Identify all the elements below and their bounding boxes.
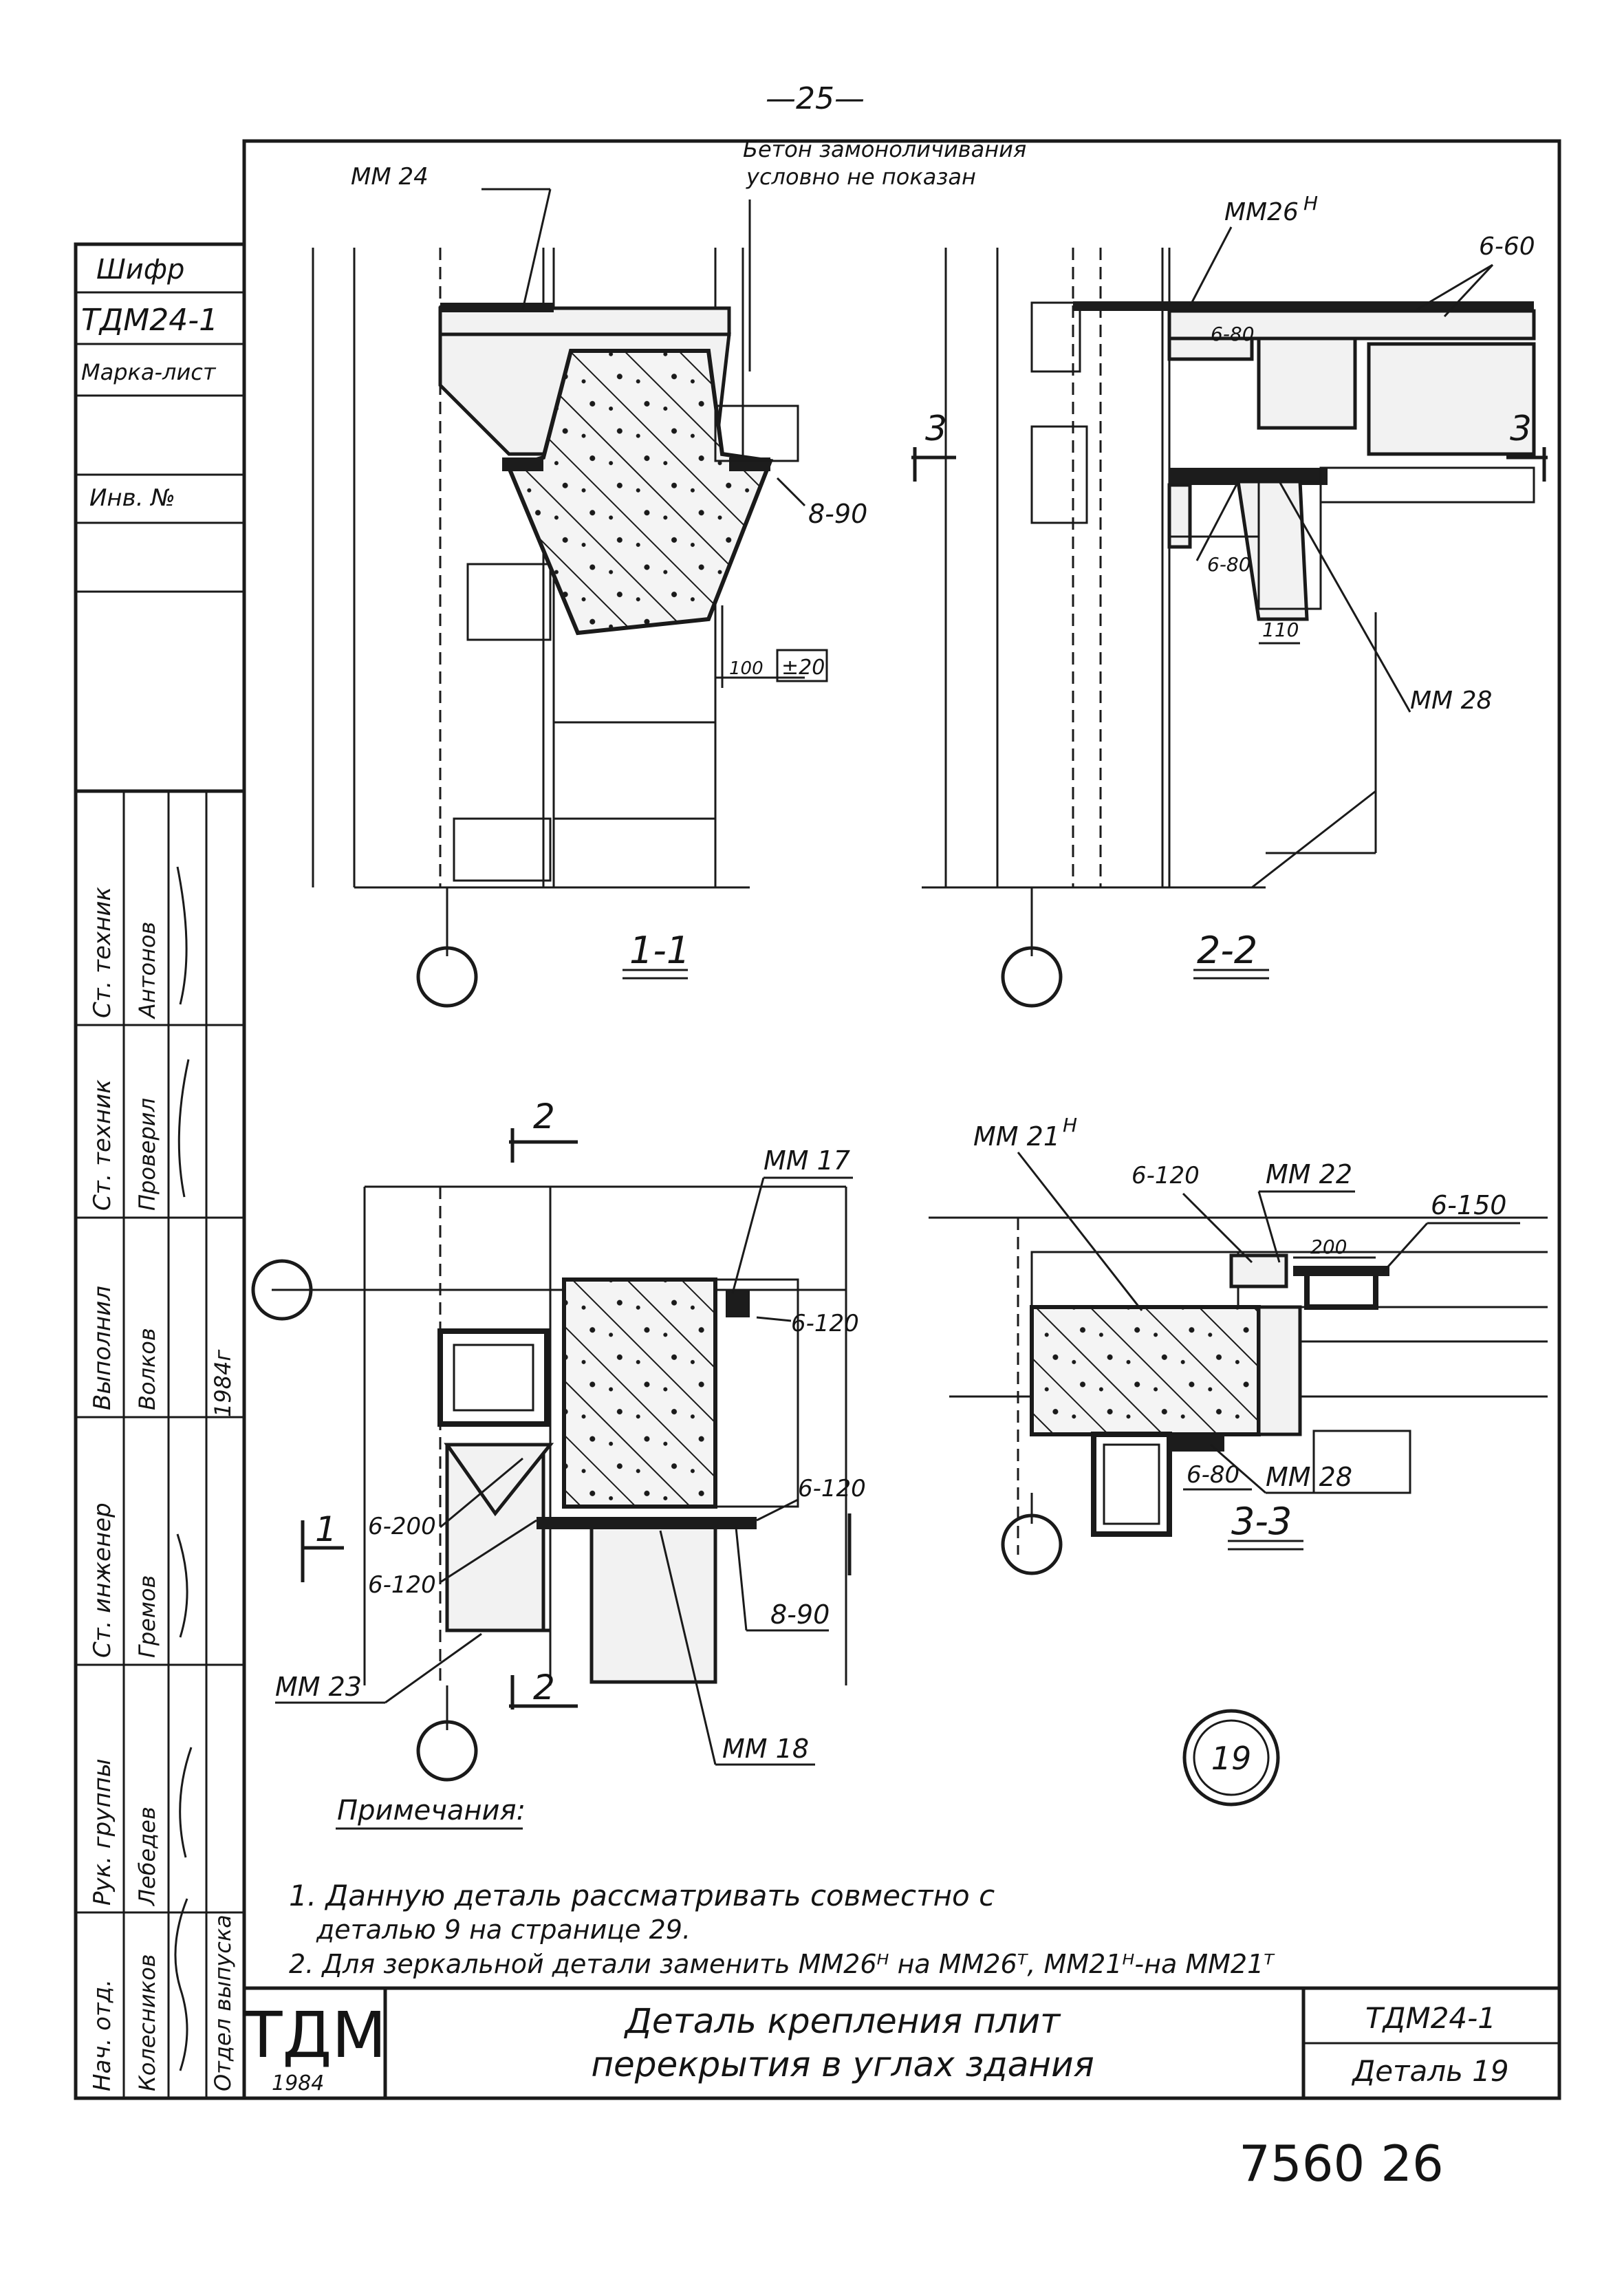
cut-1-left: 1 [315,1509,337,1549]
shifr-value: ТДМ24-1 [81,303,218,338]
note-1a: 1. Данную деталь рассматривать совместно… [289,1879,995,1912]
name-2: Гремов [134,1575,160,1658]
detail-number: 19 [1211,1740,1252,1777]
note-line1: Бетон замоноличивания [743,136,1026,162]
tb-sheet: Деталь 19 [1351,2054,1508,2088]
name-4: Проверил [134,1098,160,1211]
label-mm17: ММ 17 [764,1145,850,1176]
logo-tdm: ТДМ [243,1998,386,2072]
notes: Примечания: 1. Данную деталь рассматрива… [289,1795,1275,1979]
title-block: ТДМ 1984 Деталь крепления плит перекрыти… [243,1986,1559,2098]
role-4: Ст. техник [89,1079,116,1211]
label-mm26-sup: Н [1303,192,1318,215]
label-mm21: ММ 21 [973,1121,1060,1152]
label-6-80-mid: 6-80 [1207,553,1251,576]
label-8-90-plan: 8-90 [770,1599,830,1630]
label-6-120-33: 6-120 [1132,1162,1200,1189]
marka-label: Марка-лист [81,359,217,385]
label-6-200: 6-200 [368,1513,436,1540]
shifr-label: Шифр [96,254,184,285]
axis-marker [416,946,478,1008]
tb-title-1: Деталь крепления плит [624,2001,1061,2041]
title-1-1: 1-1 [629,929,690,972]
name-0: Колесников [134,1954,160,2091]
section-3-3: 200 ММ 21 Н 6-120 ММ 22 6-150 6-80 ММ 28… [929,1114,1548,1575]
note-1b: деталью 9 на странице 29. [316,1915,691,1945]
tb-title-2: перекрытия в углах здания [591,2045,1094,2084]
label-mm28: ММ 28 [1410,687,1492,715]
title-2-2: 2-2 [1197,929,1257,972]
label-8-90: 8-90 [808,499,867,529]
side-stamp: Шифр ТДМ24-1 Марка-лист Инв. № Нач. отд.… [74,242,246,2100]
label-6-120-c: 6-120 [368,1571,436,1599]
label-mm21-sup: Н [1063,1114,1077,1136]
inv-label: Инв. № [89,484,175,512]
cut-2-bottom: 2 [533,1668,555,1707]
tb-code: ТДМ24-1 [1365,2001,1496,2035]
name-1: Лебедев [134,1807,160,1906]
label-6-120-a: 6-120 [791,1310,859,1337]
year-label: 1984г [210,1350,236,1417]
name-5: Антонов [134,922,160,1020]
label-mm23: ММ 23 [275,1672,362,1702]
role-1: Рук. группы [89,1758,116,1906]
section-1-1: 100 ±20 ММ 24 Бетон замоноличивания усло… [312,136,1026,1008]
label-mm26: ММ26 [1224,198,1299,226]
dim-110: 110 [1262,618,1299,641]
detail-number-badge: 19 [1182,1709,1280,1807]
cut-3-left: 3 [925,409,947,449]
role-5: Ст. техник [89,887,116,1018]
label-6-60: 6-60 [1479,233,1535,261]
notes-heading: Примечания: [337,1795,526,1826]
note-line2: условно не показан [746,164,976,190]
label-6-120-b: 6-120 [798,1475,866,1502]
name-3: Волков [134,1328,160,1410]
tb-year: 1984 [272,2071,324,2095]
axis-marker [1001,946,1063,1008]
label-mm28-33: ММ 28 [1266,1462,1352,1492]
axis-marker [251,1259,313,1321]
label-mm24: ММ 24 [351,163,429,191]
section-2-2: 3 3 ММ26 Н 6-60 6-80 6-80 110 ММ 28 2-2 [911,192,1548,1008]
page-number: —25— [766,81,865,116]
axis-marker [1001,1513,1063,1575]
dim-200: 200 [1310,1236,1347,1258]
role-0: Нач. отд. [89,1979,116,2091]
axis-marker [416,1720,478,1782]
label-6-80-33: 6-80 [1187,1461,1239,1489]
cut-3-right: 3 [1510,409,1532,449]
note-2: 2. Для зеркальной детали заменить ММ26ᴴ … [289,1949,1275,1979]
dept-label: Отдел выпуска [210,1915,236,2091]
plan-view: 2 2 1 ММ 17 6-120 6-120 6-200 6-120 8-90… [251,1097,866,1782]
cut-2-top: 2 [533,1097,555,1136]
dim-100: 100 [729,658,764,679]
tol-20: ±20 [781,656,825,680]
title-3-3: 3-3 [1231,1500,1292,1543]
label-mm22: ММ 22 [1266,1159,1352,1189]
archive-code: 7560 26 [1239,2135,1444,2192]
label-mm18: ММ 18 [722,1734,809,1764]
role-3: Выполнил [89,1286,116,1410]
label-6-150: 6-150 [1431,1190,1506,1220]
role-2: Ст. инженер [89,1502,116,1658]
label-6-80-top: 6-80 [1211,323,1255,345]
